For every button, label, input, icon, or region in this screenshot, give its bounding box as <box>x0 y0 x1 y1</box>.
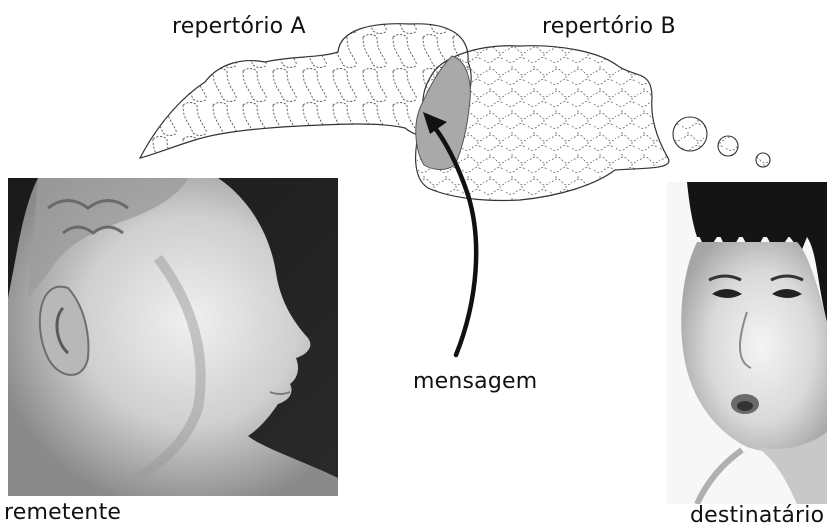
label-repertoire-b: repertório B <box>542 14 676 39</box>
recipient-photo <box>667 182 827 504</box>
thought-bubble-medium <box>718 136 738 156</box>
label-message: mensagem <box>413 369 537 394</box>
label-repertoire-a: repertório A <box>172 14 306 39</box>
label-sender: remetente <box>4 500 121 525</box>
thought-bubble-small <box>756 153 770 167</box>
sender-photo <box>8 178 338 496</box>
label-recipient: destinatário <box>690 503 824 528</box>
thought-bubble-large <box>673 117 707 151</box>
